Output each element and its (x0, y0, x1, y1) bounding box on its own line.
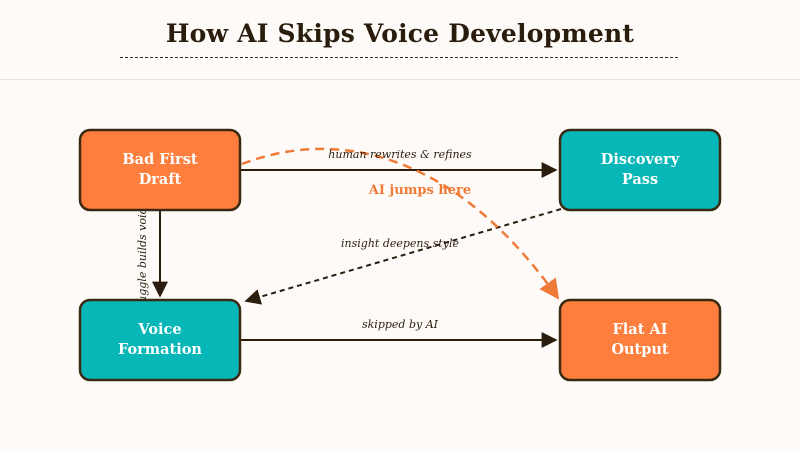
edge-label-draft-to-voice: struggle builds voice (136, 201, 149, 318)
title-underline (120, 57, 678, 58)
node-label-line: Pass (622, 171, 658, 188)
node-flat-ai-output: Flat AI Output (558, 298, 722, 382)
edge-label-ai-shortcut: AI jumps here (368, 183, 471, 198)
node-label-line: Discovery (601, 151, 680, 168)
node-label-line: Flat AI (613, 321, 668, 338)
node-label-line: Formation (118, 341, 202, 358)
header-band (0, 0, 800, 80)
node-voice-formation: Voice Formation (78, 298, 242, 382)
node-bad-first-draft: Bad First Draft (78, 128, 242, 212)
page-title: How AI Skips Voice Development (165, 19, 635, 48)
node-label-line: Output (611, 341, 669, 358)
node-label-line: Draft (139, 171, 182, 188)
edge-label-voice-to-output: skipped by AI (362, 318, 439, 331)
edge-label-discovery-to-voice: insight deepens style (341, 237, 459, 250)
node-discovery-pass: Discovery Pass (558, 128, 722, 212)
node-label-line: Voice (137, 321, 181, 338)
node-label-line: Bad First (122, 151, 197, 168)
edge-label-draft-to-discovery: human rewrites & refines (328, 148, 472, 161)
edge-discovery-to-voice (244, 208, 562, 305)
edge-ai-shortcut (241, 147, 560, 300)
